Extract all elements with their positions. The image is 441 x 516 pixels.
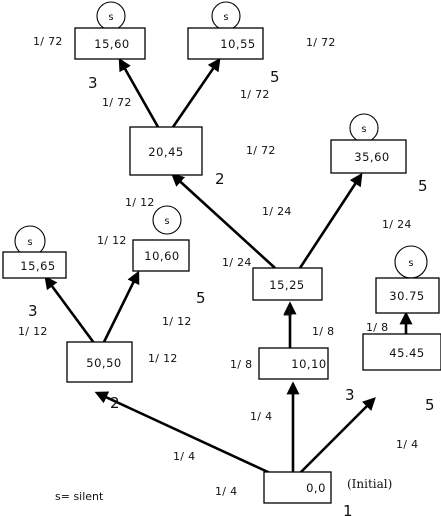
silent-marker-35_60: s: [349, 113, 379, 143]
step-number: 4: [283, 304, 293, 322]
node-30_75: 30.75: [375, 277, 440, 314]
probability-label: 1/ 8: [230, 358, 252, 371]
edge-50_50-to-15_65: [44, 275, 96, 344]
silent-markers: s s s s s s: [14, 1, 428, 279]
edge-15_25-to-35_60: [298, 172, 363, 269]
probability-label: 1/ 24: [262, 205, 292, 218]
legend-text: s= silent: [55, 490, 104, 503]
node-20_45: 20,45: [129, 126, 203, 176]
step-number: 5: [418, 177, 428, 195]
edge-15_25-to-20_45: [171, 173, 276, 269]
node-label: 45.45: [389, 346, 424, 360]
probability-label: 1/ 12: [148, 352, 178, 365]
node-label: 15,25: [269, 278, 304, 292]
edge-0_0-to-45_45: [299, 397, 376, 474]
probability-label: 1/ 24: [222, 256, 252, 269]
step-number: 1: [343, 502, 353, 516]
silent-marker-10_60: s: [152, 205, 182, 235]
node-label: 35,60: [354, 150, 389, 164]
node-label: 10,55: [220, 37, 255, 51]
silent-symbol: s: [164, 216, 169, 227]
probability-label: 1/ 12: [97, 234, 127, 247]
node-label: 20,45: [148, 145, 183, 159]
node-35_60: 35,60: [330, 139, 407, 174]
node-label: 10,10: [291, 357, 326, 371]
node-label: 15,60: [94, 37, 129, 51]
probability-label: 1/ 72: [306, 36, 336, 49]
probability-label: 1/ 4: [215, 485, 237, 498]
probability-label: 1/ 12: [18, 325, 48, 338]
silent-marker-30_75: s: [394, 245, 428, 279]
probability-label: 1/ 4: [173, 450, 195, 463]
step-number: 5: [196, 289, 206, 307]
edge-20_45-to-15_60: [118, 57, 160, 128]
silent-marker-15_65: s: [14, 225, 46, 257]
edges: [44, 57, 413, 475]
node-label: 15,65: [20, 259, 55, 273]
node-10_60: 10,60: [132, 239, 190, 272]
node-label: 10,60: [144, 249, 179, 263]
probability-label: 1/ 4: [250, 410, 272, 423]
step-number: 3: [88, 74, 98, 92]
step-number: 2: [110, 394, 120, 412]
node-15_25: 15,25: [252, 267, 323, 301]
step-number: 2: [215, 170, 225, 188]
node-50_50: 50,50: [66, 341, 133, 383]
probability-label: 1/ 24: [382, 218, 412, 231]
edge-20_45-to-10_55: [171, 57, 221, 128]
silent-symbol: s: [27, 237, 32, 248]
probability-label: 1/ 72: [102, 96, 132, 109]
step-numbers: 3 5 2 5 3 5 4 2 3 5 1: [28, 68, 435, 516]
step-number: 5: [270, 68, 280, 86]
silent-marker-10_55: s: [211, 1, 241, 31]
probability-label: 1/ 12: [125, 196, 155, 209]
probability-label: 1/ 72: [240, 88, 270, 101]
edge-0_0-to-50_50: [94, 391, 271, 475]
edge-50_50-to-10_60: [102, 270, 140, 343]
silent-symbol: s: [223, 12, 228, 23]
silent-symbol: s: [108, 12, 113, 23]
probability-label: 1/ 8: [312, 325, 334, 338]
step-number: 3: [345, 386, 355, 404]
initial-label: (Initial): [347, 477, 392, 491]
probability-labels: 1/ 72 1/ 72 1/ 72 1/ 72 1/ 72 1/ 24 1/ 2…: [18, 35, 418, 498]
node-label: 30.75: [389, 289, 424, 303]
node-label: 50,50: [86, 356, 121, 370]
node-45_45: 45.45: [362, 333, 441, 371]
node-0_0: 0,0: [263, 471, 332, 504]
probability-label: 1/ 72: [246, 144, 276, 157]
probability-label: 1/ 4: [396, 438, 418, 451]
step-number: 5: [425, 396, 435, 414]
probability-label: 1/ 8: [366, 321, 388, 334]
step-number: 3: [28, 302, 38, 320]
node-15_65: 15,65: [2, 251, 67, 279]
nodes: 15,60 10,55 20,45 35,60 15,65 10,60 15,2…: [2, 27, 441, 504]
silent-symbol: s: [408, 258, 413, 269]
node-label: 0,0: [306, 481, 326, 495]
probability-label: 1/ 12: [162, 315, 192, 328]
silent-symbol: s: [361, 124, 366, 135]
silent-marker-15_60: s: [96, 1, 126, 31]
node-10_55: 10,55: [187, 27, 264, 60]
node-15_60: 15,60: [74, 27, 146, 60]
probability-label: 1/ 72: [33, 35, 63, 48]
node-10_10: 10,10: [258, 347, 329, 380]
